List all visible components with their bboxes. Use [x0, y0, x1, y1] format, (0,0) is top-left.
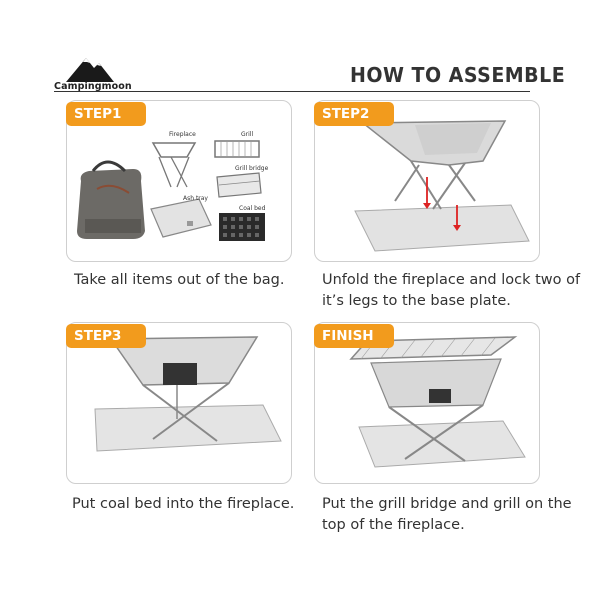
step2-badge: STEP2: [314, 102, 394, 126]
step3-caption: Put coal bed into the fireplace.: [72, 496, 295, 512]
finish-badge: FINISH: [314, 324, 394, 348]
part-label-ash-tray: Ash tray: [183, 195, 208, 202]
step3-panel: [66, 322, 292, 484]
step2-caption: Unfold the fireplace and lock two of it’…: [322, 272, 581, 309]
finish-illustration: [349, 336, 526, 468]
mountain-logo-icon: [66, 58, 114, 82]
step1-illustration: [77, 140, 265, 241]
finish-caption: Put the grill bridge and grill on the to…: [322, 496, 572, 533]
step1-badge: STEP1: [66, 102, 146, 126]
brand-name: Campingmoon: [54, 81, 132, 92]
step1-caption: Take all items out of the bag.: [74, 272, 285, 288]
part-label-coal-bed: Coal bed: [239, 205, 266, 212]
page-title: HOW TO ASSEMBLE: [350, 63, 566, 87]
step2-panel: [314, 100, 540, 262]
step1-panel: Fireplace Grill Grill bridge Ash tray Co…: [66, 100, 292, 262]
step3-illustration: [94, 336, 282, 452]
part-label-grill-bridge: Grill bridge: [235, 165, 269, 172]
title-divider: [54, 91, 530, 92]
finish-panel: [314, 322, 540, 484]
step2-illustration: [354, 120, 530, 252]
part-label-grill: Grill: [241, 131, 254, 138]
step3-badge: STEP3: [66, 324, 146, 348]
brand-logo: Campingmoon: [54, 54, 144, 94]
part-label-fireplace: Fireplace: [169, 131, 196, 138]
